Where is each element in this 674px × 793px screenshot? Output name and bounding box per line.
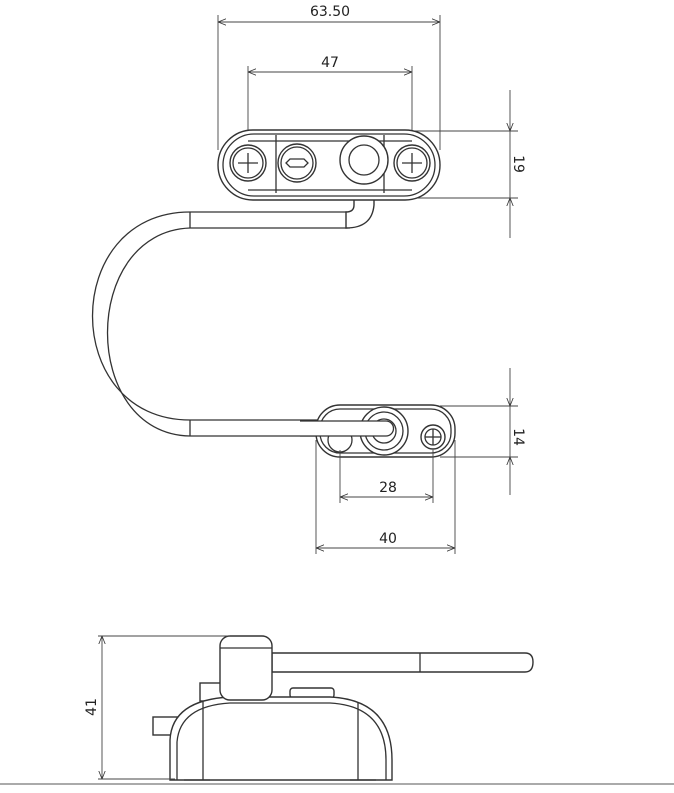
bottom-mounting-plate	[300, 404, 456, 458]
dimension-label: 41	[84, 698, 100, 716]
dimension-label: 19	[510, 155, 526, 173]
dimension-14: 14	[440, 368, 526, 495]
dimension-41: 41	[84, 635, 230, 780]
dimension-47: 47	[247, 55, 413, 150]
screw-icon	[393, 144, 431, 182]
screw-icon	[229, 144, 267, 182]
lock-icon	[277, 143, 317, 183]
dimension-label: 14	[510, 428, 526, 446]
dimension-label: 47	[321, 55, 339, 71]
top-mounting-plate	[217, 129, 441, 201]
dimension-label: 40	[379, 531, 397, 547]
cable	[91, 183, 380, 437]
dimension-label: 63.50	[310, 4, 350, 20]
dimension-28: 28	[339, 450, 434, 503]
screw-icon	[420, 424, 446, 450]
dimension-40: 40	[315, 440, 456, 554]
dimension-19: 19	[410, 90, 526, 238]
dimension-63-50: 63.50	[217, 4, 441, 150]
side-view	[152, 635, 534, 781]
dimension-label: 28	[379, 480, 397, 496]
cable-cylinder	[339, 135, 389, 185]
